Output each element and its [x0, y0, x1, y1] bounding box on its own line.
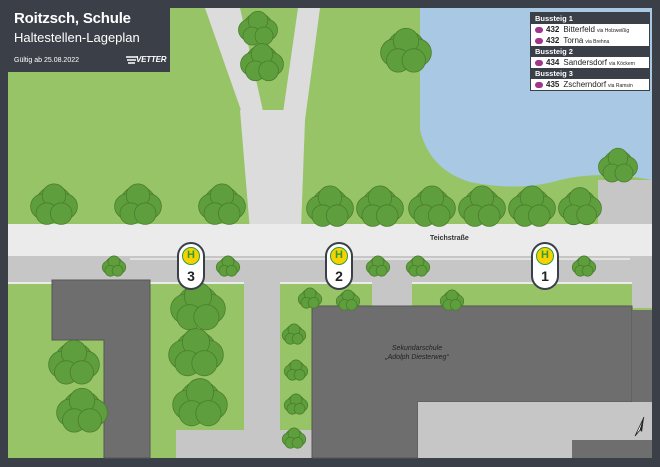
company-logo: VETTER: [126, 53, 168, 67]
school-label: Sekundarschule „Adolph Diesterweg“: [362, 344, 472, 362]
tree: [297, 287, 323, 309]
map-subtitle: Haltestellen-Lageplan: [14, 30, 140, 45]
road-north-mid: [240, 110, 305, 255]
building-southeast: [572, 440, 652, 458]
line-number: 434: [546, 58, 560, 67]
tree: [114, 183, 162, 225]
tree: [439, 289, 465, 311]
stop-number: 3: [187, 268, 195, 284]
tree: [365, 255, 391, 277]
bus-stop-icon: H 1: [531, 242, 559, 290]
bus-stop-1[interactable]: H 1: [531, 242, 559, 290]
bus-icon: [535, 38, 543, 44]
bus-stop-3[interactable]: H 3: [177, 242, 205, 290]
stop-symbol: H: [330, 247, 348, 265]
bus-stop-icon: H 3: [177, 242, 205, 290]
tree: [30, 183, 78, 225]
tree: [168, 328, 224, 377]
line-destination: Zscherndorf: [563, 80, 607, 89]
legend-platform-header: Bussteig 3: [531, 68, 649, 79]
tree: [283, 393, 309, 415]
tree: [598, 147, 638, 183]
north-arrow-icon: [634, 416, 645, 437]
tree: [240, 43, 284, 82]
tree: [48, 339, 100, 385]
stop-number: 2: [335, 268, 343, 284]
line-number: 432: [546, 36, 560, 45]
logo-text: VETTER: [136, 55, 167, 64]
school-label-line-2: „Adolph Diesterweg“: [385, 354, 449, 361]
line-destination: Torna: [563, 36, 584, 45]
bus-stop-icon: H 2: [325, 242, 353, 290]
tree: [380, 27, 432, 73]
stop-symbol: H: [536, 247, 554, 265]
building-east: [632, 310, 652, 402]
tree: [405, 255, 431, 277]
place-title: Roitzsch, Schule: [14, 10, 131, 27]
tree: [198, 183, 246, 225]
path-south-4: [632, 282, 652, 308]
line-via: via Köckern: [608, 61, 636, 67]
building-west: [51, 279, 151, 459]
bus-icon: [535, 60, 543, 66]
legend-platform-header: Bussteig 1: [531, 13, 649, 24]
stop-symbol: H: [182, 247, 200, 265]
tree: [238, 10, 278, 46]
tree: [172, 378, 228, 427]
line-number: 435: [546, 80, 560, 89]
bus-icon: [535, 27, 543, 33]
tree: [508, 185, 556, 227]
tree: [335, 289, 361, 311]
bus-icon: [535, 82, 543, 88]
legend-platform-header: Bussteig 2: [531, 46, 649, 57]
line-via: via Holzweißig: [596, 28, 630, 34]
tree: [56, 387, 108, 433]
tree: [356, 185, 404, 227]
tree: [408, 185, 456, 227]
tree: [281, 427, 307, 449]
school-label-line-1: Sekundarschule: [391, 345, 443, 352]
tree: [571, 255, 597, 277]
tree: [281, 323, 307, 345]
title-box: Roitzsch, Schule Haltestellen-Lageplan G…: [0, 0, 170, 72]
path-south-3: [372, 282, 412, 306]
bus-stop-2[interactable]: H 2: [325, 242, 353, 290]
tree: [215, 255, 241, 277]
line-destination: Bitterfeld: [563, 25, 595, 34]
logo-swoosh-icon: [126, 56, 137, 64]
path-south-1: [244, 282, 280, 458]
tree: [306, 185, 354, 227]
tree: [458, 185, 506, 227]
street-label: Teichstraße: [430, 235, 469, 242]
tree: [558, 187, 602, 226]
line-via: via Brehna: [585, 39, 610, 45]
valid-date: Gültig ab 25.08.2022: [14, 57, 79, 64]
road-east: [598, 180, 652, 224]
tree: [101, 255, 127, 277]
line-number: 432: [546, 25, 560, 34]
line-via: via Ramsin: [608, 83, 633, 89]
tree: [283, 359, 309, 381]
line-destination: Sandersdorf: [563, 58, 607, 67]
stop-number: 1: [541, 268, 549, 284]
